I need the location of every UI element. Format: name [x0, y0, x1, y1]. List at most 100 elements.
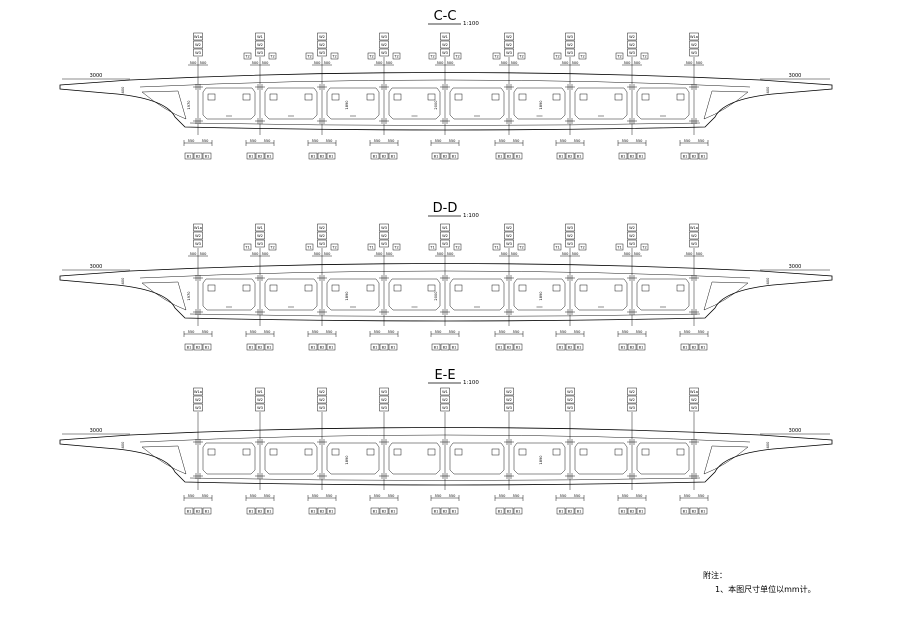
- bottom-dim-text: 550: [560, 139, 568, 143]
- bottom-dim-text: 550: [388, 139, 396, 143]
- bottom-tag-text: B1: [621, 346, 626, 350]
- tag-box: [627, 223, 637, 232]
- bottom-tag-box: [379, 152, 389, 160]
- bottom-tag-text: B1: [249, 155, 254, 159]
- bottom-tag-box: [627, 507, 637, 515]
- side-tag-box: [305, 52, 314, 60]
- box-cell: [326, 278, 380, 311]
- anchor-block: [269, 284, 278, 292]
- top-dim-text: 500: [572, 252, 580, 256]
- box-cell: [264, 442, 318, 475]
- bottom-tag-text: B1: [434, 155, 439, 159]
- tag-text: W2: [567, 234, 573, 238]
- tag-box: [193, 231, 203, 240]
- side-tag-text: T1: [244, 246, 249, 250]
- bottom-tag-box: [202, 507, 212, 515]
- bottom-dim-text: 550: [622, 139, 630, 143]
- bottom-tag-text: B1: [205, 155, 210, 159]
- bottom-tag-text: B1: [559, 346, 564, 350]
- anchor-block: [454, 448, 463, 456]
- tag-box: [504, 48, 514, 57]
- tag-box: [379, 231, 389, 240]
- bottom-tag-box: [431, 343, 441, 351]
- bottom-tag-box: [193, 507, 203, 515]
- tag-box: [440, 239, 450, 248]
- bottom-tag-text: B1: [434, 510, 439, 514]
- anchor-block: [207, 93, 216, 101]
- bottom-dim-text: 550: [449, 494, 457, 498]
- bottom-tag-box: [698, 507, 708, 515]
- side-tag-text: T2: [269, 246, 274, 250]
- bottom-dim-text: 550: [622, 330, 630, 334]
- bottom-tag-box: [618, 343, 628, 351]
- bottom-tag-box: [513, 152, 523, 160]
- tag-box: [627, 32, 637, 41]
- bottom-dim-text: 550: [499, 139, 507, 143]
- bottom-dim-text: 550: [202, 494, 210, 498]
- bottom-tag-box: [565, 507, 575, 515]
- anchor-block: [269, 448, 278, 456]
- top-dim-text: 500: [437, 252, 445, 256]
- section-d-label: D-D: [433, 201, 458, 216]
- side-tag-text: T2: [616, 55, 621, 59]
- tag-box: [317, 40, 327, 49]
- tag-box: [689, 403, 699, 412]
- side-tag-box: [305, 243, 314, 251]
- bottom-tag-box: [565, 343, 575, 351]
- deck-outline: [59, 263, 833, 322]
- anchor-block: [207, 448, 216, 456]
- bottom-tag-box: [184, 343, 194, 351]
- anchor-block: [242, 93, 251, 101]
- bottom-tag-text: B1: [187, 346, 192, 350]
- tag-text: W3: [691, 406, 697, 410]
- bottom-dim-text: 550: [698, 330, 706, 334]
- tag-box: [379, 48, 389, 57]
- bottom-tag-text: B2: [196, 155, 201, 159]
- tag-box: [565, 223, 575, 232]
- deck-outline: [59, 72, 833, 131]
- tag-box: [379, 387, 389, 396]
- box-cell: [264, 87, 318, 120]
- bottom-dim-text: 550: [560, 330, 568, 334]
- tag-text: W3: [195, 51, 201, 55]
- bottom-dim-text: 550: [636, 139, 644, 143]
- top-dim-text: 500: [324, 61, 332, 65]
- bottom-dim-text: 550: [188, 330, 196, 334]
- tag-box: [379, 40, 389, 49]
- tag-text: W2: [506, 226, 512, 230]
- tag-box: [504, 223, 514, 232]
- tag-box: [255, 223, 265, 232]
- top-dim-text: 500: [511, 61, 519, 65]
- box-cell: [449, 278, 505, 311]
- bottom-tag-text: B1: [516, 510, 521, 514]
- anchor-block: [331, 93, 340, 101]
- tag-box: [689, 239, 699, 248]
- anchor-block: [579, 284, 588, 292]
- side-tag-text: T1: [368, 246, 373, 250]
- top-dim-text: 500: [634, 252, 642, 256]
- bottom-dim-text: 550: [326, 494, 334, 498]
- tag-box: [565, 32, 575, 41]
- tag-text: W2: [381, 43, 387, 47]
- bottom-tag-text: B1: [267, 155, 272, 159]
- bottom-tag-text: B2: [630, 510, 635, 514]
- side-tag-text: T2: [518, 246, 523, 250]
- bottom-tag-text: B2: [320, 155, 325, 159]
- bottom-tag-text: B1: [249, 510, 254, 514]
- bottom-dim-text: 550: [188, 139, 196, 143]
- tag-box: [689, 387, 699, 396]
- side-tag-text: T2: [641, 55, 646, 59]
- tag-box: [627, 231, 637, 240]
- tag-box: [689, 223, 699, 232]
- left-height-dim: 1970: [187, 100, 191, 110]
- left-edge-cell: [141, 281, 187, 311]
- tag-text: W2: [257, 43, 263, 47]
- bottom-tag-text: B1: [267, 510, 272, 514]
- tag-text: W3: [195, 406, 201, 410]
- bottom-dim-text: 550: [250, 494, 258, 498]
- side-tag-text: T2: [393, 55, 398, 59]
- bottom-tag-box: [636, 343, 646, 351]
- tag-text: W2: [195, 398, 201, 402]
- tag-box: [379, 223, 389, 232]
- bottom-tag-box: [574, 343, 584, 351]
